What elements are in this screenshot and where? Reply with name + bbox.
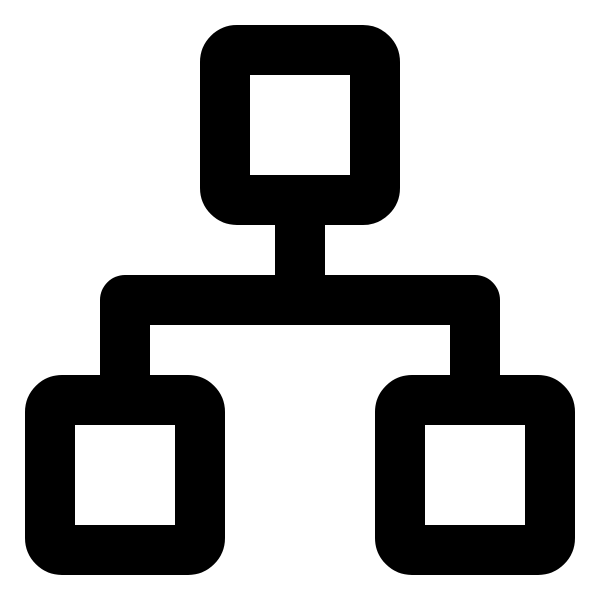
- connector-lines: [100, 200, 500, 400]
- top-node-box: [200, 25, 400, 225]
- left-node-box: [25, 375, 225, 575]
- right-node-box: [375, 375, 575, 575]
